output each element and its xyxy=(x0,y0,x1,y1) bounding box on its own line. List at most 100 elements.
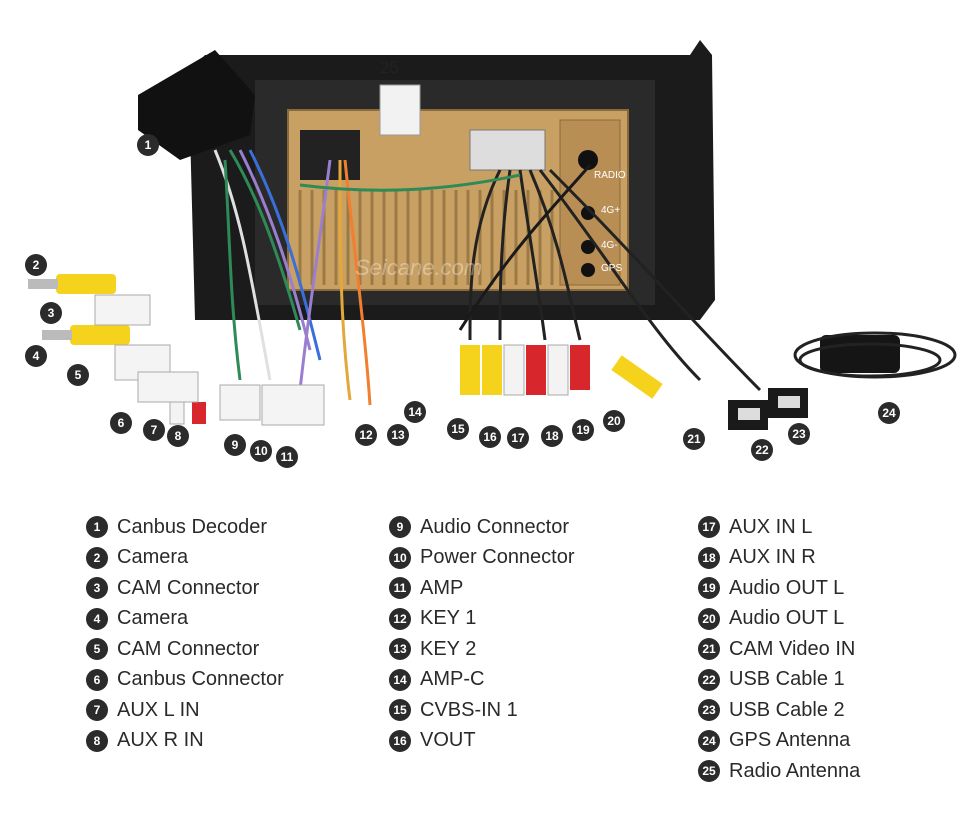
wiring-illustration xyxy=(28,40,957,430)
legend-item: 4 Camera xyxy=(86,604,284,635)
legend-label: USB Cable 2 xyxy=(729,698,845,721)
legend-number: 7 xyxy=(86,699,108,722)
callout-16: 16 xyxy=(479,426,501,448)
callout-15: 15 xyxy=(447,418,469,440)
legend-number: 13 xyxy=(389,638,411,661)
callout-20: 20 xyxy=(603,410,625,432)
legend-number: 18 xyxy=(698,546,720,569)
gold-back-panel xyxy=(287,109,629,291)
legend-number: 21 xyxy=(698,638,720,661)
callout-18: 18 xyxy=(541,425,563,447)
legend-label: Radio Antenna xyxy=(729,759,861,782)
legend-item: 7 AUX L IN xyxy=(86,695,284,726)
canbus-decoder-box xyxy=(138,50,255,160)
legend-number: 8 xyxy=(86,729,108,752)
legend-label: AMP xyxy=(420,576,464,599)
legend-label: AUX L IN xyxy=(117,698,200,721)
legend-label: USB Cable 1 xyxy=(729,668,845,691)
legend-number: 2 xyxy=(86,546,108,569)
legend-item: 19 Audio OUT L xyxy=(698,573,860,604)
legend-number: 17 xyxy=(698,516,720,539)
usb-plugs xyxy=(728,388,808,430)
legend-item: 25 Radio Antenna xyxy=(698,756,860,787)
legend-number: 15 xyxy=(389,699,411,722)
legend-label: CVBS-IN 1 xyxy=(420,698,518,721)
legend-number: 25 xyxy=(698,760,720,783)
gps-antenna xyxy=(793,331,957,379)
legend-label: Audio OUT L xyxy=(729,576,845,599)
watermark: Seicane.com xyxy=(355,255,483,280)
callout-7: 7 xyxy=(143,419,165,441)
legend-number: 24 xyxy=(698,729,720,752)
callout-8: 8 xyxy=(167,425,189,447)
legend-label: AMP-C xyxy=(420,668,485,691)
legend-number: 19 xyxy=(698,577,720,600)
legend-item: 18 AUX IN R xyxy=(698,543,860,574)
legend-item: 22 USB Cable 1 xyxy=(698,665,860,696)
legend-number: 14 xyxy=(389,668,411,691)
legend-label: Canbus Connector xyxy=(117,668,284,691)
legend-label: CAM Video IN xyxy=(729,637,856,660)
panel-label-gps: GPS xyxy=(601,263,623,274)
legend-label: Canbus Decoder xyxy=(117,515,268,538)
legend-label: Camera xyxy=(117,546,189,569)
legend-label: AUX R IN xyxy=(117,729,204,752)
legend-item: 12 KEY 1 xyxy=(389,604,575,635)
callout-25: 25 xyxy=(380,58,399,77)
legend-label: KEY 1 xyxy=(420,607,477,630)
legend-number: 23 xyxy=(698,699,720,722)
legend-item: 15 CVBS-IN 1 xyxy=(389,695,575,726)
callout-1: 1 xyxy=(137,134,159,156)
legend-item: 2 Camera xyxy=(86,543,284,574)
legend-number: 10 xyxy=(389,546,411,569)
callout-6: 6 xyxy=(110,412,132,434)
legend-label: AUX IN L xyxy=(729,515,813,538)
callout-14: 14 xyxy=(404,401,426,423)
product-diagram: RADIO 4G+ 4G- GPS Seicane.com 25 1 2 3 4… xyxy=(25,40,957,468)
legend-label: CAM Connector xyxy=(117,576,260,599)
legend-item: 1 Canbus Decoder xyxy=(86,512,284,543)
callout-24: 24 xyxy=(878,402,900,424)
legend-label: Power Connector xyxy=(420,546,575,569)
callout-9: 9 xyxy=(224,434,246,456)
legend-item: 5 CAM Connector xyxy=(86,634,284,665)
callout-12: 12 xyxy=(355,424,377,446)
legend-label: CAM Connector xyxy=(117,637,260,660)
callout-17: 17 xyxy=(507,427,529,449)
legend-label: KEY 2 xyxy=(420,637,477,660)
legend-number: 1 xyxy=(86,516,108,539)
legend-item: 10 Power Connector xyxy=(389,543,575,574)
legend-item: 23 USB Cable 2 xyxy=(698,695,860,726)
legend-number: 4 xyxy=(86,607,108,630)
legend-number: 20 xyxy=(698,607,720,630)
legend-item: 21 CAM Video IN xyxy=(698,634,860,665)
legend-item: 17 AUX IN L xyxy=(698,512,860,543)
legend-label: AUX IN R xyxy=(729,546,816,569)
panel-label-4g-plus: 4G+ xyxy=(601,205,621,216)
panel-label-4g-minus: 4G- xyxy=(601,240,618,251)
legend-label: Camera xyxy=(117,607,189,630)
callout-2: 2 xyxy=(25,254,47,276)
legend-number: 12 xyxy=(389,607,411,630)
callout-21: 21 xyxy=(683,428,705,450)
rca-connectors xyxy=(28,274,663,425)
callout-23: 23 xyxy=(788,423,810,445)
legend-number: 5 xyxy=(86,638,108,661)
legend-number: 22 xyxy=(698,668,720,691)
callout-5: 5 xyxy=(67,364,89,386)
callout-3: 3 xyxy=(40,302,62,324)
legend-item: 8 AUX R IN xyxy=(86,726,284,757)
wire-bundle xyxy=(213,149,762,406)
callout-22: 22 xyxy=(751,439,773,461)
white-connectors xyxy=(94,294,325,426)
callout-19: 19 xyxy=(572,419,594,441)
callout-11: 11 xyxy=(276,446,298,468)
